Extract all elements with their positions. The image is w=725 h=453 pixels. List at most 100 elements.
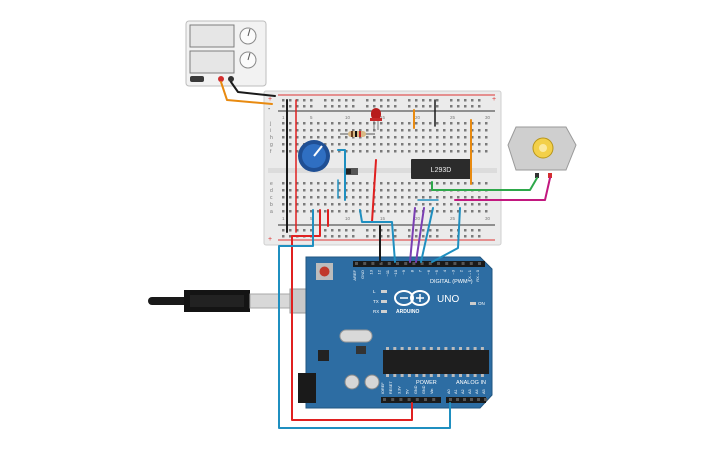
breadboard[interactable]: + - + + jihgfedcba1155101015152020252530… [263,90,502,246]
power-header [381,397,441,403]
analog-label: ANALOG IN [456,380,486,386]
slide-switch[interactable] [344,168,358,175]
digital-pin-label: 4 [442,269,447,272]
red-led[interactable] [370,108,382,130]
power-switch[interactable] [190,76,204,82]
analog-pin-label: A5 [482,389,486,394]
wire-supply-positive [220,81,273,105]
wire-blue-3 [431,207,461,263]
column-number: 5 [310,216,313,221]
voltage-display [189,24,235,48]
row-letter: g [270,142,273,148]
column-number: 30 [485,216,491,221]
analog-pin-label: A3 [468,389,472,394]
wire-led-red [371,159,377,223]
mcu-pins [386,347,484,377]
positive-terminal[interactable] [218,76,224,82]
column-number: 1 [282,115,285,120]
power-supply[interactable] [185,20,267,87]
column-number: 10 [345,115,351,120]
dc-motor[interactable] [507,126,577,178]
wire-blue-1 [359,209,396,263]
negative-terminal[interactable] [228,76,234,82]
column-number: 30 [485,115,491,120]
column-number: 15 [380,216,386,221]
capacitor [344,374,360,390]
digital-pin-label: ~3 [450,269,455,274]
wires[interactable] [220,81,551,429]
wire-gnd [278,209,451,429]
usb-cable[interactable] [148,288,331,314]
digital-pin-label: ~9 [401,269,406,274]
digital-label: DIGITAL (PWM~) [430,279,473,285]
rail-minus-label: - [268,106,271,113]
wire-motor-magenta [454,177,551,201]
wire-motor-green [431,177,538,191]
power-pin-label: RESET [389,381,393,394]
current-display [189,50,235,74]
rail-plus-label-bottom: + [268,236,272,243]
capacitor [364,374,380,390]
motor-terminal-neg[interactable] [535,173,539,178]
motor-terminal-pos[interactable] [548,173,552,178]
analog-pin-label: A1 [454,389,458,394]
rail-plus-label-right: + [492,96,496,103]
power-pin-label: GND [414,385,418,394]
row-letter: i [270,128,271,134]
wire-pot-blue [337,149,346,201]
column-number: 1 [282,216,285,221]
column-number: 20 [415,115,421,120]
power-pin-label: 5V [406,389,410,394]
row-letter: f [270,149,272,155]
row-letter: a [270,209,273,215]
atmega-chip [383,350,489,374]
digital-pin-label: ~6 [426,269,431,274]
digital-pin-label: ~5 [434,269,439,274]
potentiometer[interactable] [298,140,330,172]
digital-pin-label: ~10 [393,269,398,277]
row-letter: h [270,135,273,141]
on-label: ON [478,301,485,306]
wire-blue-2 [420,207,434,263]
power-pin-label: 3.3V [397,386,401,394]
column-number: 10 [345,216,351,221]
digital-pin-label: 7 [418,269,423,272]
board-name: UNO [437,294,459,305]
rail-plus-label: + [268,96,272,103]
led-label: TX [373,299,379,304]
power-pin-label: Vin [430,389,434,394]
column-number: 25 [450,216,456,221]
row-letter: c [270,195,273,201]
power-jack[interactable] [298,373,316,403]
l293d-chip[interactable]: L293D [411,159,471,179]
column-number: 20 [415,216,421,221]
row-letter: d [270,188,273,194]
voltage-regulator [318,350,329,361]
wire-supply-negative [230,81,276,97]
digital-pin-label: ~11 [385,269,390,276]
wire-5v [291,209,413,421]
resistor[interactable] [340,131,375,137]
analog-pin-label: A4 [475,389,479,394]
digital-pin-label: AREF [352,269,357,280]
led-label: RX [373,309,379,314]
digital-pin-label: RX←0 [475,269,480,282]
digital-pin-label: TX→1 [467,269,472,281]
power-pin-label: IOREF [381,382,385,394]
wire-purple-2 [415,207,425,263]
digital-pin-label: GND [360,270,365,279]
digital-pin-label: 12 [377,269,382,274]
arduino-logo [394,290,430,306]
row-letter: b [270,202,273,208]
wire-purple [409,207,416,263]
column-number: 15 [380,115,386,120]
digital-pin-label: 13 [368,269,373,274]
digital-pin-label: 2 [459,269,464,272]
on-led [470,302,476,305]
